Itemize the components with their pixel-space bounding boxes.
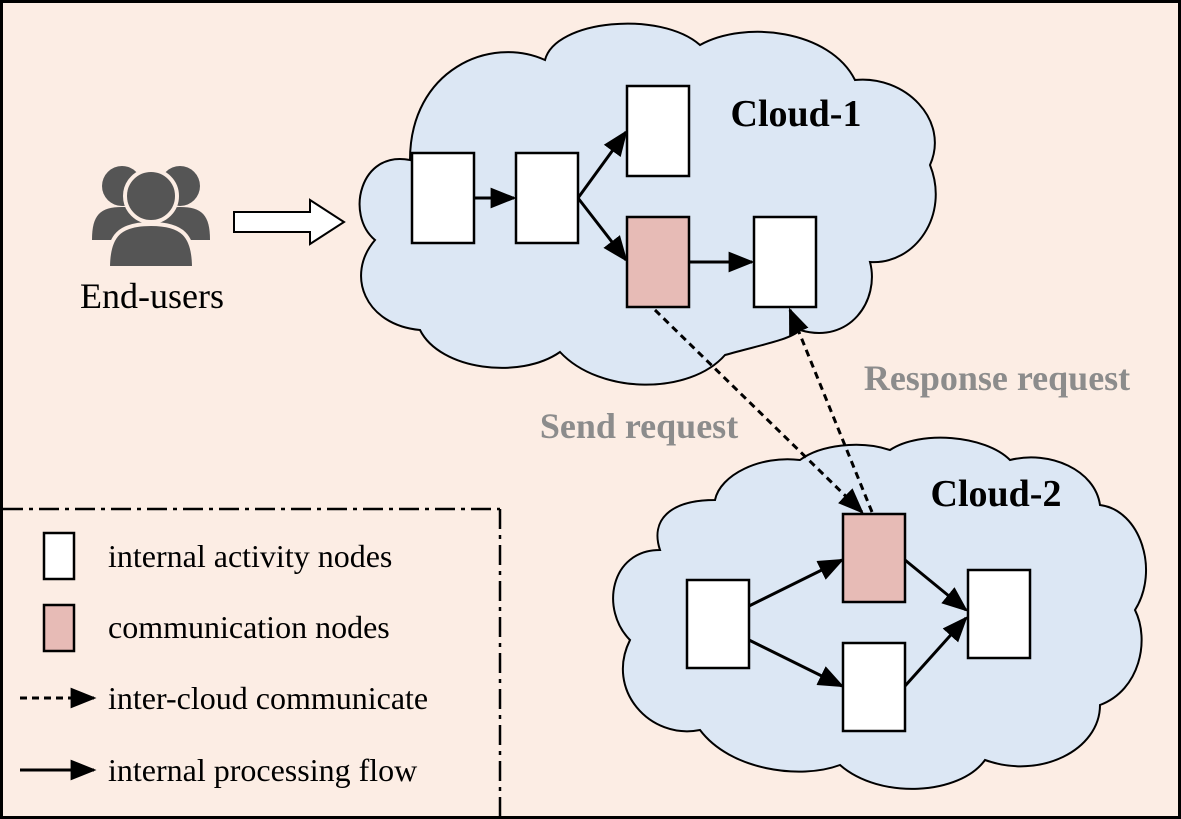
response-request-label: Response request <box>864 358 1130 398</box>
legend-activity-node-label: internal activity nodes <box>108 538 392 574</box>
legend-solid-arrow-label: internal processing flow <box>108 752 417 788</box>
flow-arrow <box>576 129 628 199</box>
activity-node <box>966 568 1032 660</box>
legend-activity-node-swatch <box>42 531 76 581</box>
cloud-2 <box>612 436 1148 790</box>
end-users-label: End-users <box>80 276 224 316</box>
communication-node <box>625 215 691 309</box>
send-request-arrow <box>653 308 864 514</box>
legend-dashed-arrow-label: inter-cloud communicate <box>108 680 428 716</box>
cloud-2-nodes <box>685 512 1032 733</box>
cloud-1-flows <box>474 129 755 273</box>
activity-node <box>410 151 476 245</box>
legend: internal activity nodes communication no… <box>3 507 502 816</box>
cloud-2-title: Cloud-2 <box>931 473 1062 515</box>
activity-node <box>514 151 580 245</box>
cloud-1-title: Cloud-1 <box>731 93 862 135</box>
flow-arrow <box>904 558 969 612</box>
flow-arrow <box>748 638 845 688</box>
communication-node <box>841 512 907 604</box>
activity-node <box>625 84 691 178</box>
cloud-1-nodes <box>410 84 818 309</box>
cloud-2-flows <box>748 558 969 688</box>
activity-node <box>685 578 751 670</box>
send-request-label: Send request <box>540 406 738 446</box>
activity-node <box>841 641 907 733</box>
inter-cloud-links <box>653 307 874 514</box>
response-request-arrow <box>788 307 874 513</box>
legend-communication-node-swatch <box>42 603 76 653</box>
flow-arrow <box>903 616 968 688</box>
users-group-icon <box>92 166 210 270</box>
flow-arrow <box>576 197 628 263</box>
user-entry-arrow <box>233 198 346 246</box>
flow-arrow <box>748 558 845 608</box>
activity-node <box>752 215 818 309</box>
legend-communication-node-label: communication nodes <box>108 609 390 645</box>
